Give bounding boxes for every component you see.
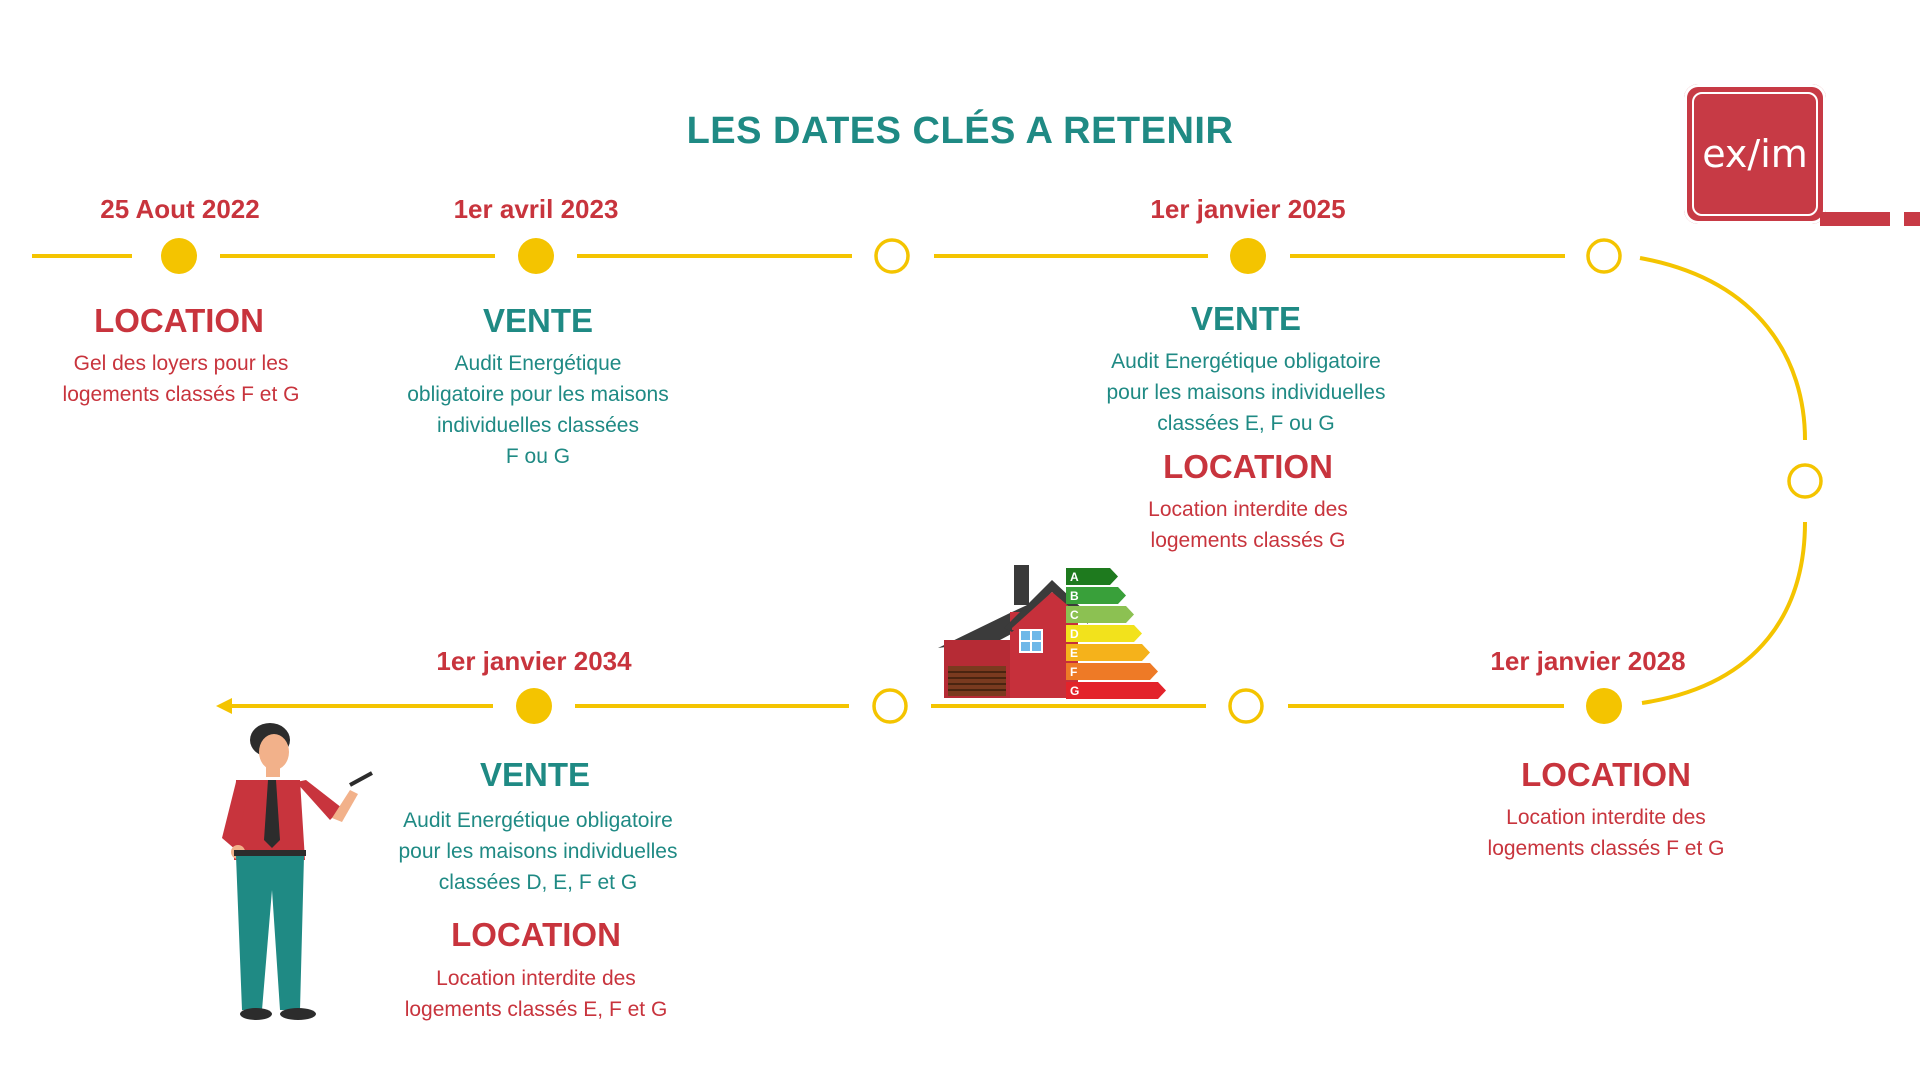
milestone-heading: LOCATION bbox=[94, 302, 264, 339]
description-line: Audit Energétique obligatoire bbox=[1111, 350, 1381, 373]
timeline-arrow-head bbox=[216, 698, 232, 714]
description-line: Gel des loyers pour les bbox=[73, 352, 289, 375]
energy-bar-letter: E bbox=[1070, 646, 1078, 660]
milestone-heading: LOCATION bbox=[451, 916, 621, 953]
milestone-date: 1er janvier 2028 bbox=[1490, 646, 1686, 676]
energy-bar bbox=[1066, 644, 1150, 661]
milestone-date: 25 Aout 2022 bbox=[100, 194, 260, 224]
milestone-description: Location interdite des logements classés… bbox=[1058, 494, 1438, 556]
description-line: F ou G bbox=[505, 445, 571, 468]
empty-dot bbox=[1586, 238, 1622, 274]
description-line: obligatoire pour les maisons bbox=[407, 383, 669, 406]
description-line: logements classés F et G bbox=[62, 383, 300, 406]
energy-bar-letter: B bbox=[1070, 589, 1079, 603]
energy-bar bbox=[1066, 606, 1134, 623]
milestone-dot bbox=[516, 688, 552, 724]
description-line: Audit Energétique bbox=[454, 352, 622, 375]
page-title: LES DATES CLÉS A RETENIR bbox=[686, 110, 1234, 152]
milestone-date: 1er janvier 2025 bbox=[1150, 194, 1346, 224]
milestone-dot bbox=[518, 238, 554, 274]
milestone-date: 1er janvier 2034 bbox=[436, 646, 632, 676]
energy-bar-letter: A bbox=[1070, 570, 1079, 584]
logo-text: ex/im bbox=[1692, 92, 1818, 216]
milestone-description: Gel des loyers pour les logements classé… bbox=[0, 348, 371, 410]
energy-bar-letter: F bbox=[1070, 665, 1077, 679]
milestone-dot bbox=[1586, 688, 1622, 724]
milestone-description: Audit Energétique obligatoire pour les m… bbox=[348, 348, 728, 472]
logo-underline-end bbox=[1904, 212, 1920, 226]
milestone-description: Location interdite des logements classés… bbox=[346, 963, 726, 1025]
energy-bar bbox=[1066, 587, 1126, 604]
energy-bar-letter: D bbox=[1070, 627, 1079, 641]
description-line: pour les maisons individuelles bbox=[1106, 381, 1386, 404]
logo-underline bbox=[1820, 212, 1890, 226]
description-line: pour les maisons individuelles bbox=[398, 840, 678, 863]
milestone-description: Audit Energétique obligatoire pour les m… bbox=[348, 805, 728, 898]
description-line: Location interdite des bbox=[1506, 806, 1706, 829]
empty-dot bbox=[872, 688, 908, 724]
milestone-description: Location interdite des logements classés… bbox=[1416, 802, 1796, 864]
person-illustration bbox=[222, 723, 373, 1020]
energy-bar-letter: G bbox=[1070, 684, 1079, 698]
milestone-heading: VENTE bbox=[479, 756, 591, 793]
energy-bar bbox=[1066, 568, 1118, 585]
milestone-heading: VENTE bbox=[1190, 300, 1302, 337]
description-line: individuelles classées bbox=[437, 414, 639, 437]
timeline-curve-top bbox=[1639, 256, 1807, 441]
description-line: classées E, F ou G bbox=[1157, 412, 1335, 435]
description-line: Location interdite des bbox=[1148, 498, 1348, 521]
milestone-dot bbox=[161, 238, 197, 274]
milestone-heading: LOCATION bbox=[1521, 756, 1691, 793]
energy-bar bbox=[1066, 625, 1142, 642]
description-line: logements classés G bbox=[1150, 529, 1346, 552]
energy-bar bbox=[1066, 663, 1158, 680]
exim-logo: ex/im bbox=[1684, 84, 1826, 224]
timeline-curve-bottom bbox=[1641, 521, 1807, 705]
description-line: Audit Energétique obligatoire bbox=[403, 809, 673, 832]
description-line: classées D, E, F et G bbox=[438, 871, 638, 894]
milestone-heading: LOCATION bbox=[1163, 448, 1333, 485]
energy-bar-letter: C bbox=[1070, 608, 1079, 622]
milestone-date: 1er avril 2023 bbox=[453, 194, 619, 224]
milestone-dot bbox=[1230, 238, 1266, 274]
description-line: Location interdite des bbox=[436, 967, 636, 990]
empty-dot bbox=[874, 238, 910, 274]
energy-bar bbox=[1066, 682, 1166, 699]
empty-dot bbox=[1787, 463, 1823, 499]
description-line: logements classés E, F et G bbox=[404, 998, 668, 1021]
milestone-description: Audit Energétique obligatoire pour les m… bbox=[1056, 346, 1436, 439]
description-line: logements classés F et G bbox=[1487, 837, 1725, 860]
milestone-heading: VENTE bbox=[482, 302, 594, 339]
empty-dot bbox=[1228, 688, 1264, 724]
